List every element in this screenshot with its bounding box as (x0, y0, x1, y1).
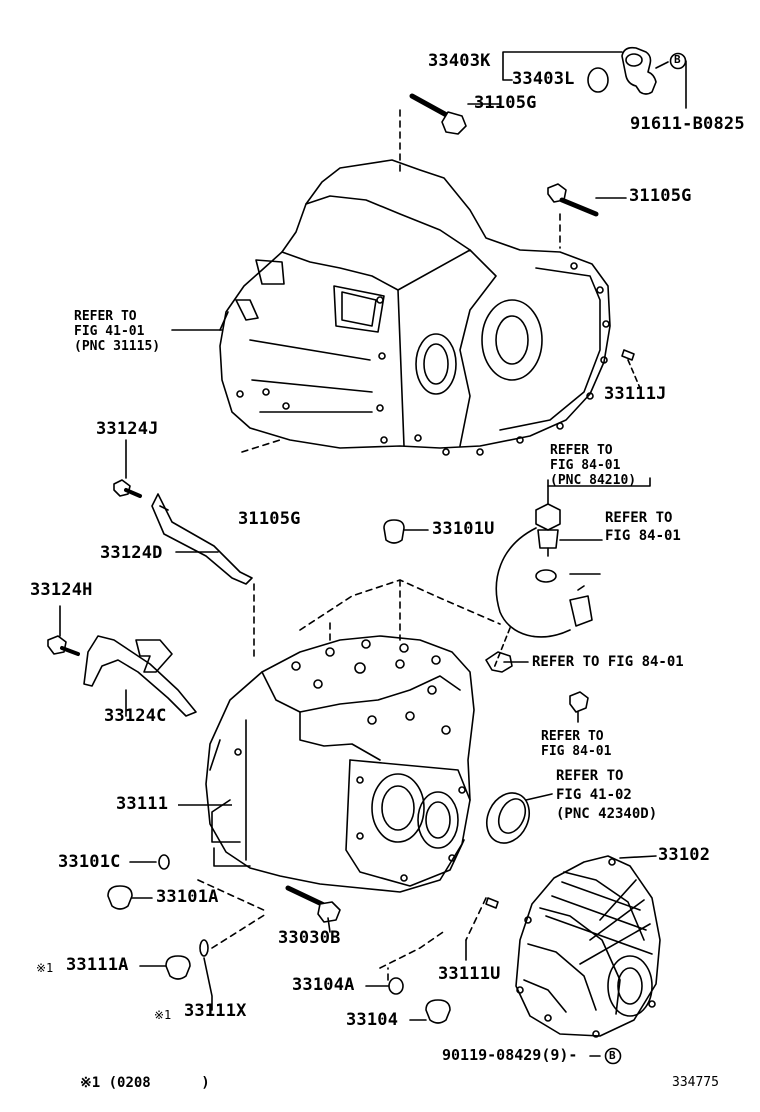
part-number-33124c: 33124C (104, 706, 167, 726)
part-number-33124j: 33124J (96, 419, 159, 439)
release-bearing-illustration (502, 46, 669, 95)
refer-fig-84-01-pnc: REFER TO FIG 84-01 (PNC 84210) (550, 443, 637, 488)
part-number-33124h: 33124H (30, 580, 93, 600)
part-number-33124d: 33124D (100, 543, 163, 563)
washer-33104a-icon (365, 977, 404, 995)
part-number-33101c: 33101C (58, 852, 121, 872)
bolt-33124j-icon (113, 439, 142, 498)
plug-33101u-icon (383, 519, 429, 544)
part-number-33104a: 33104A (292, 975, 355, 995)
part-number-33403l: 33403L (512, 69, 575, 89)
bolt-33030b-icon (285, 885, 341, 933)
refer-fig-41-01: REFER TO FIG 41-01 (PNC 31115) (74, 309, 161, 354)
pin-33111u-icon (465, 897, 499, 961)
circled-b-label-top: B (674, 53, 681, 66)
refer-fig-84-01-d: REFER TO FIG 84-01 (541, 729, 612, 759)
part-number-33111u: 33111U (438, 964, 501, 984)
part-number-33403k: 33403K (428, 51, 491, 71)
part-number-33102: 33102 (658, 845, 711, 865)
circled-b-label-bottom: B (609, 1049, 616, 1062)
part-number-33030b: 33030B (278, 928, 341, 948)
circled-b-mark-top (669, 52, 687, 109)
footer-note: ※1 (0208 ) (80, 1075, 210, 1091)
upper-housing-illustration (219, 159, 611, 456)
part-number-33111a: 33111A (66, 955, 129, 975)
plug-33101a-icon (107, 885, 153, 910)
part-number-31105g-right: 31105G (629, 186, 692, 206)
refer-fig-41-02: REFER TO FIG 41-02 (PNC 42340D) (556, 768, 658, 822)
part-number-90119-08429: 90119-08429(9)- (442, 1046, 578, 1064)
oil-seal-illustration (486, 792, 553, 844)
bracket-33124c-icon (83, 635, 197, 717)
plug-33104-icon (409, 999, 451, 1024)
extension-housing-33102-illustration (515, 855, 661, 1038)
part-number-33101u: 33101U (432, 519, 495, 539)
refer-fig-84-01-b: REFER TO FIG 84-01 (605, 510, 681, 544)
part-number-31105g-top: 31105G (474, 93, 537, 113)
note-mark-33111x: ※1 (154, 1008, 172, 1022)
sensor-harness-illustration (485, 477, 651, 723)
transaxle-case-33111-illustration (205, 635, 475, 893)
bolt-31105g-top-icon (409, 93, 501, 135)
guide-lines (197, 579, 501, 981)
part-number-33111x: 33111X (184, 1001, 247, 1021)
gasket-33111x-icon (199, 939, 213, 1011)
gasket-33101c-icon (129, 854, 170, 870)
part-number-33101a: 33101A (156, 887, 219, 907)
circled-b-mark-bottom (604, 1047, 622, 1065)
pin-33111j-icon (621, 349, 641, 389)
bolt-31105g-right-icon (547, 183, 627, 217)
part-number-33111: 33111 (116, 794, 169, 814)
refer-fig-84-01-inline: REFER TO FIG 84-01 (532, 654, 684, 670)
clamp-33124d-icon (151, 493, 253, 585)
note-mark-33111a: ※1 (36, 961, 54, 975)
plug-33111a-icon (139, 955, 191, 980)
part-number-91611-b0825: 91611-B0825 (630, 114, 745, 134)
part-number-31105g-mid: 31105G (238, 509, 301, 529)
diagram-number: 334775 (672, 1075, 719, 1090)
bolt-33124h-icon (47, 605, 80, 656)
part-number-33111j: 33111J (604, 384, 667, 404)
part-number-33104: 33104 (346, 1010, 399, 1030)
